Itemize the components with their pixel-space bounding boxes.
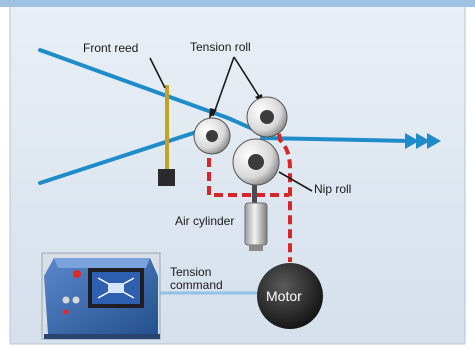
reed-bar (165, 85, 169, 173)
tension-roll-left (193, 117, 231, 155)
tension-roll-leader-right (233, 56, 263, 102)
tension-roll-signal-path (207, 144, 289, 197)
controller-screen-graphic (97, 277, 135, 299)
lower-warp-line (38, 123, 220, 185)
motor (257, 263, 323, 329)
controller-knob-2 (72, 296, 80, 304)
front-reed-leader (149, 57, 166, 89)
tension-command-label-line1: Tension (170, 265, 212, 279)
cylinder-cap (249, 245, 263, 251)
controller-indicator (63, 309, 69, 315)
tension-command-label-line2: command (170, 278, 223, 292)
nip-roll (232, 138, 280, 186)
nip-roll-label: Nip roll (314, 182, 352, 196)
signal-paths (207, 119, 292, 262)
controller-photo (41, 252, 161, 340)
nip-roll-hub (248, 154, 264, 170)
nip-roll-leader (278, 171, 313, 192)
cylinder-body (244, 202, 268, 246)
tension-roll-left-hub (206, 130, 218, 142)
leader-lines (149, 56, 313, 192)
upper-warp-line (38, 48, 230, 120)
arrow-head-1 (405, 133, 419, 149)
tension-roll-right (246, 96, 288, 138)
top-banner-strip (0, 0, 475, 7)
tension-roll-leader-left (212, 56, 235, 117)
motor-label: Motor (266, 288, 302, 304)
outgoing-yarn-line (260, 136, 412, 143)
controller-knob-1 (62, 296, 70, 304)
tension-roll-arrowhead-left (209, 108, 217, 119)
controller-top-face (54, 258, 150, 268)
front-reed (158, 85, 175, 186)
motor-signal-path (275, 119, 292, 262)
arrow-head-2 (416, 133, 430, 149)
air-cylinder-label: Air cylinder (175, 214, 235, 228)
tension-roll-label: Tension roll (190, 40, 251, 54)
motor-body (257, 263, 323, 329)
arrow-head-3 (427, 133, 441, 149)
tension-roll-right-hub (260, 110, 274, 124)
controller-emergency-button (73, 270, 81, 278)
controller-base (44, 334, 160, 339)
reed-base (158, 169, 175, 186)
front-reed-label: Front reed (83, 41, 139, 55)
yarn-lines (38, 48, 412, 185)
direction-arrows (405, 133, 441, 149)
